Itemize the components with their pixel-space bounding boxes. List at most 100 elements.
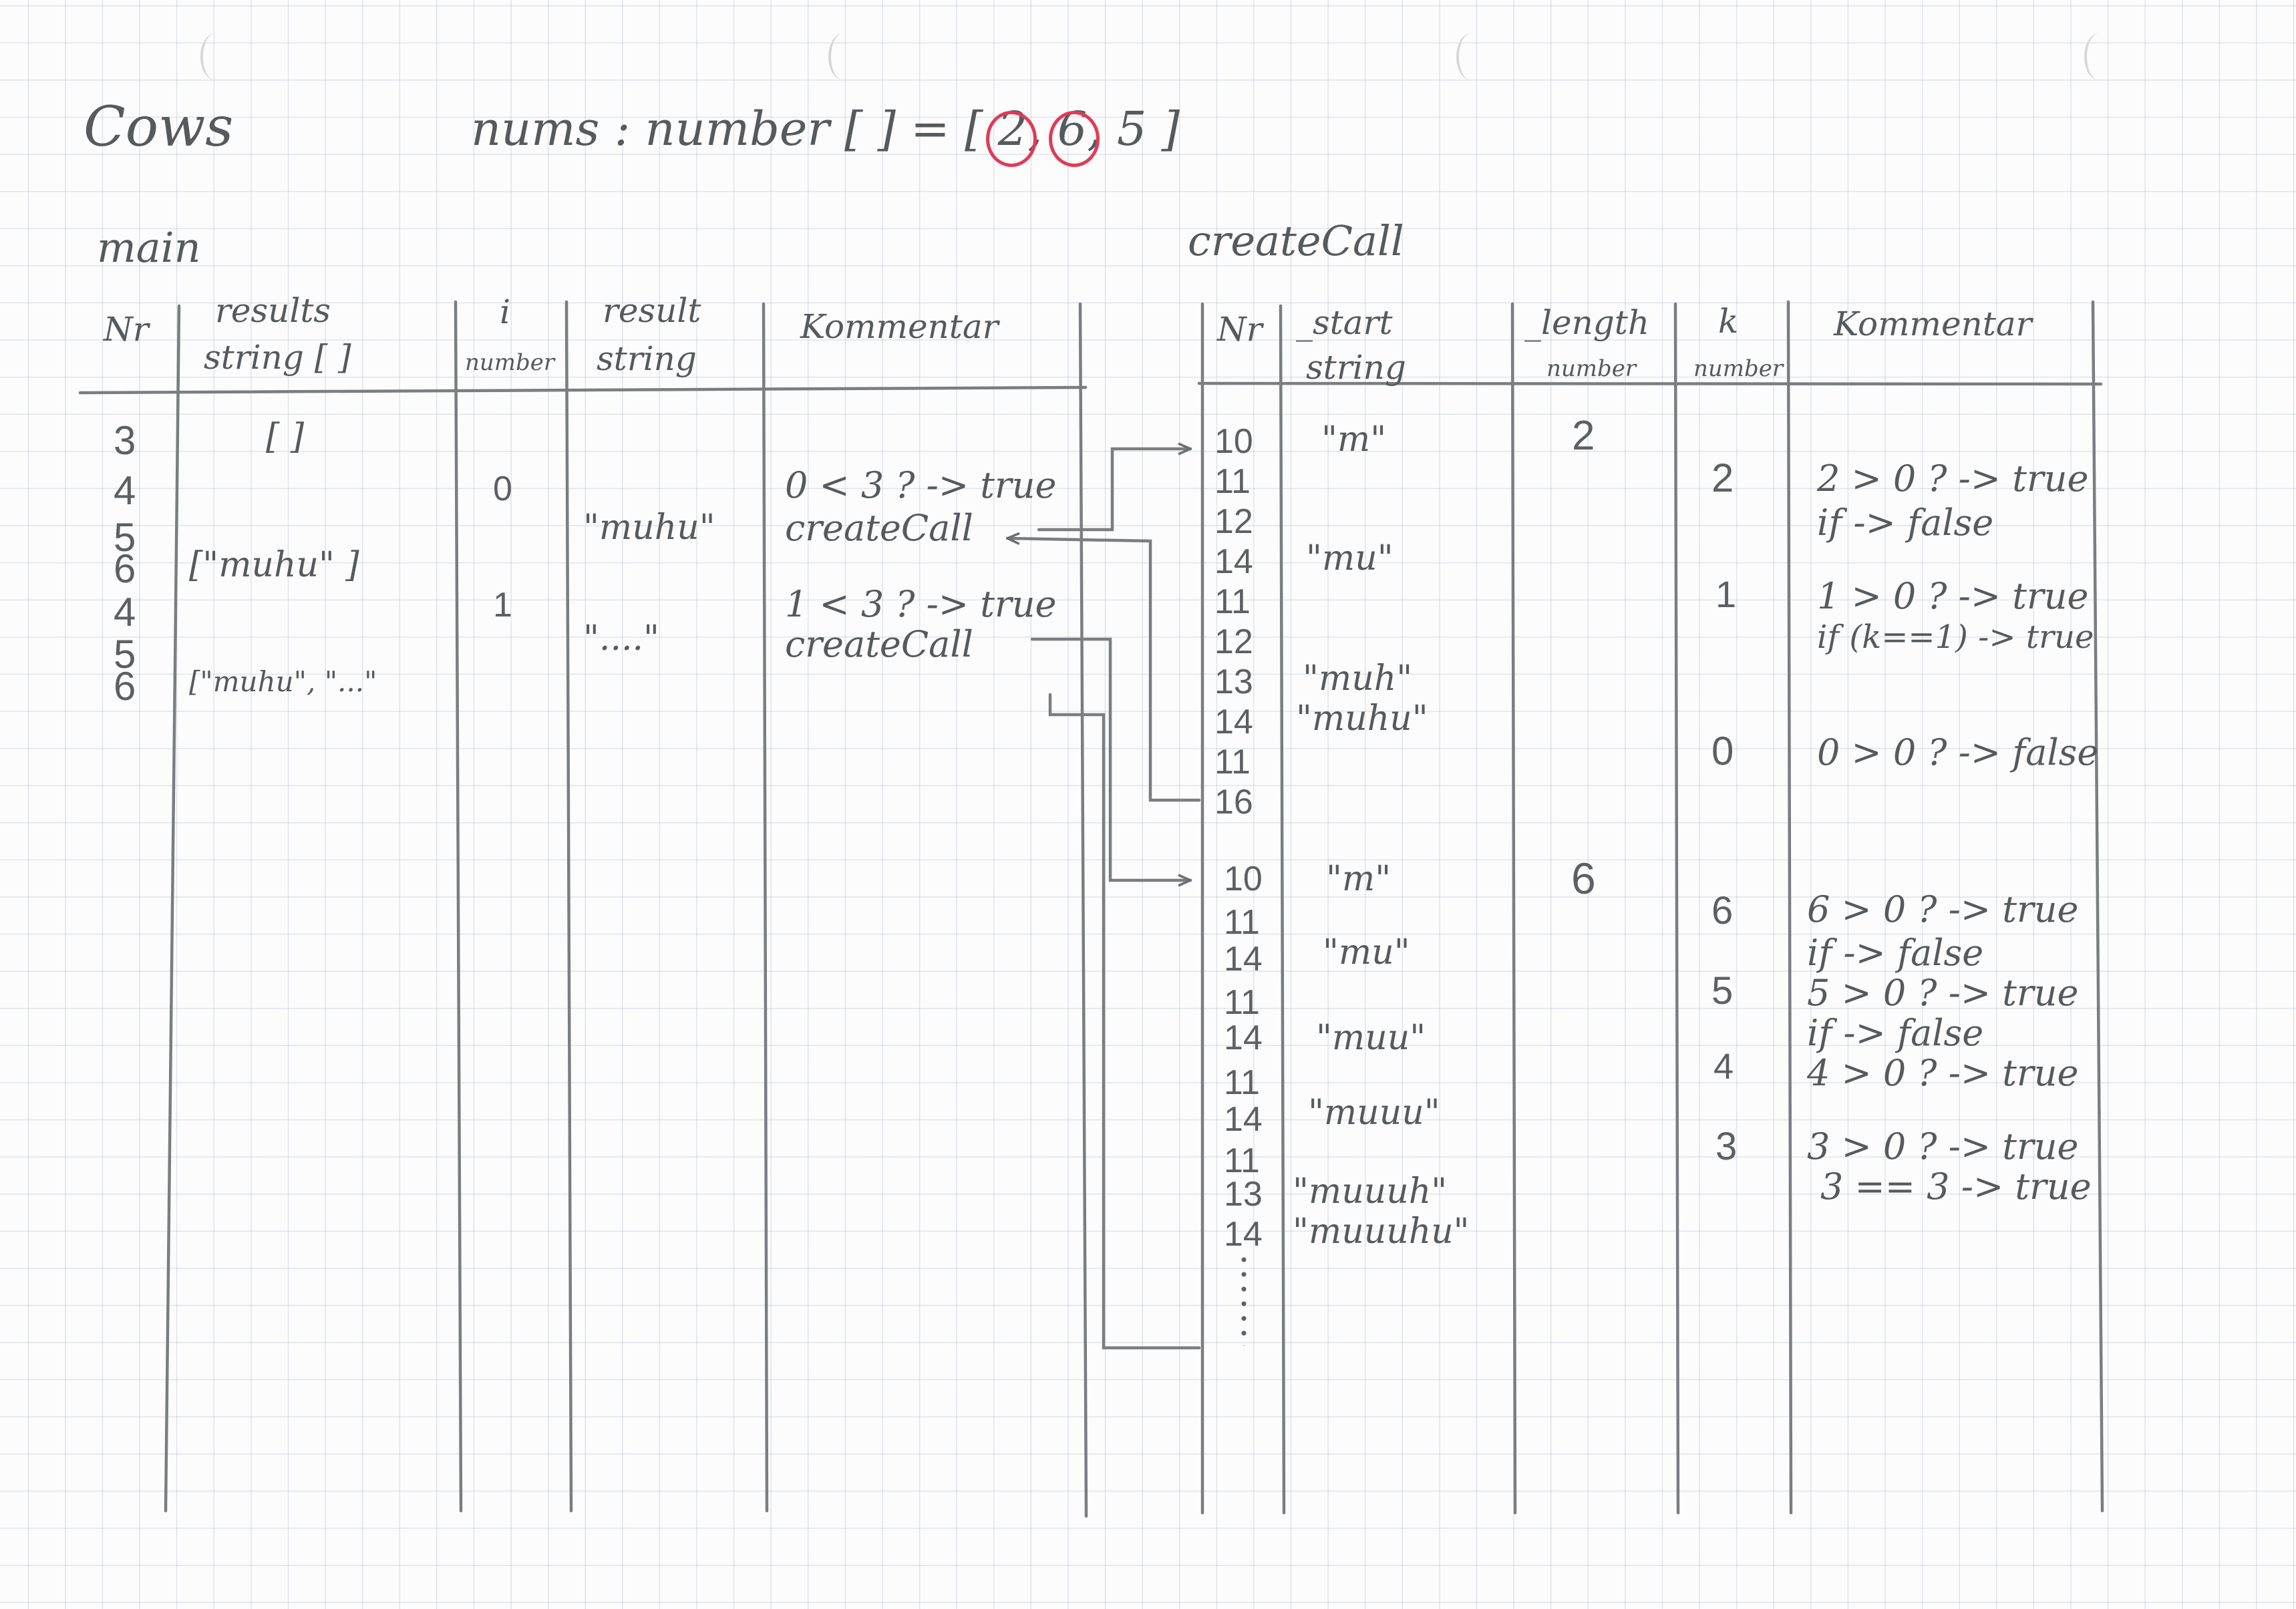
cc-comment: 4 > 0 ? -> true	[1807, 1052, 2079, 1094]
cc-comment: if -> false	[1807, 1012, 1984, 1054]
nums-declaration-text: nums : number [ ] = [	[471, 102, 983, 156]
nums-value: 5	[1116, 102, 1147, 156]
main-col-line	[454, 300, 463, 1513]
cc-col-line	[2091, 300, 2104, 1513]
call-arrow	[1037, 449, 1192, 532]
createcall-label: createCall	[1188, 216, 1404, 265]
cc-nr: 14	[1224, 940, 1263, 978]
cc-nr: 13	[1224, 1175, 1263, 1214]
cc-header-length: _length	[1524, 303, 1650, 342]
cc-start-value: "muu"	[1316, 1018, 1426, 1058]
cc-k-value: 5	[1711, 969, 1734, 1013]
return-arrow	[1005, 538, 1201, 802]
cc-header-length-type: number	[1546, 355, 1637, 382]
cc-nr: 14	[1214, 542, 1253, 581]
call-arrow	[1030, 637, 1192, 880]
cc-comment: 1 > 0 ? -> true	[1817, 575, 2089, 617]
cc-comment: 3 > 0 ? -> true	[1807, 1125, 2079, 1168]
main-nr: 4	[114, 590, 136, 635]
cc-start-value: "muuu"	[1308, 1093, 1440, 1133]
cc-start-value: "muuuhu"	[1293, 1212, 1470, 1252]
page-title: Cows	[84, 96, 234, 159]
cc-nr: 10	[1214, 422, 1253, 461]
main-comment: 0 < 3 ? -> true	[785, 464, 1057, 506]
cc-header-comment: Kommentar	[1834, 305, 2032, 343]
main-results-value: ["muhu" ]	[189, 545, 359, 585]
cc-nr: 10	[1224, 860, 1263, 898]
cc-start-value: "mu"	[1306, 538, 1393, 578]
punch-hole	[1456, 33, 1486, 80]
cc-header-k-type: number	[1693, 355, 1784, 382]
cc-k-value: 1	[1715, 573, 1737, 615]
main-header-i: i	[500, 293, 510, 331]
cc-nr: 11	[1214, 462, 1251, 501]
main-header-result-type: string	[597, 339, 697, 378]
cc-comment: 6 > 0 ? -> true	[1807, 888, 2079, 930]
cc-k-value: 4	[1713, 1047, 1734, 1087]
main-col-line	[762, 302, 769, 1513]
punch-hole	[200, 33, 230, 80]
cc-col-line	[1279, 304, 1286, 1515]
cc-k-value: 0	[1711, 729, 1734, 773]
main-i-value: 1	[493, 586, 512, 624]
cc-nr: 11	[1224, 903, 1260, 942]
main-results-value: ["muhu", "..."	[189, 665, 377, 698]
return-arrow	[1048, 693, 1201, 1350]
main-label: main	[97, 223, 201, 272]
main-i-value: 0	[493, 470, 512, 508]
cc-nr: 12	[1214, 502, 1253, 541]
cc-k-value: 3	[1715, 1125, 1738, 1168]
cc-col-line	[1786, 300, 1793, 1515]
cc-start-value: "muuuh"	[1293, 1172, 1448, 1212]
main-result-value: "...."	[583, 618, 659, 659]
main-nr: 6	[114, 664, 136, 709]
cc-header-nr: Nr	[1217, 310, 1263, 349]
cc-nr: 11	[1224, 1063, 1260, 1102]
main-header-i-type: number	[465, 349, 555, 376]
main-comment: createCall	[785, 507, 973, 549]
cc-k-value: 6	[1711, 889, 1734, 932]
cc-comment: 0 > 0 ? -> false	[1817, 731, 2099, 773]
cc-col-line	[1510, 302, 1517, 1515]
main-col-line	[564, 300, 573, 1513]
punch-hole	[2084, 33, 2114, 80]
cc-start-value: "muhu"	[1296, 699, 1428, 739]
cc-nr: 14	[1214, 703, 1253, 741]
cc-comment: if -> false	[1817, 502, 1994, 544]
cc-header-start-type: string	[1306, 348, 1406, 387]
cc-k-value: 2	[1711, 456, 1734, 500]
cc-start-value: "m"	[1326, 859, 1391, 899]
main-col-line	[164, 304, 181, 1513]
main-nr: 4	[114, 468, 136, 513]
cc-nr: 12	[1214, 622, 1253, 661]
main-nr: 5	[114, 515, 136, 560]
highlight-circle	[1049, 111, 1100, 167]
cc-header-rule	[1197, 381, 2103, 386]
cc-length-value: 6	[1571, 854, 1596, 903]
main-results-value: [ ]	[266, 417, 305, 457]
cc-header-start: _start	[1296, 303, 1393, 342]
main-header-results: results	[215, 291, 331, 330]
cc-nr: 14	[1224, 1019, 1263, 1057]
main-comment: createCall	[785, 623, 973, 665]
continuation-dots	[1241, 1252, 1247, 1346]
cc-nr: 11	[1224, 1141, 1260, 1180]
cc-comment: if (k==1) -> true	[1817, 618, 2094, 656]
main-header-rule	[78, 385, 1088, 395]
cc-start-value: "m"	[1321, 419, 1387, 460]
cc-comment: 5 > 0 ? -> true	[1807, 972, 2079, 1014]
cc-nr: 11	[1214, 582, 1251, 621]
cc-start-value: "muh"	[1303, 659, 1413, 699]
cc-comment: 3 == 3 -> true	[1820, 1166, 2092, 1208]
cc-nr: 14	[1224, 1215, 1263, 1254]
main-header-comment: Kommentar	[800, 307, 999, 346]
cc-comment: if -> false	[1807, 932, 1984, 974]
cc-start-value: "mu"	[1323, 932, 1410, 972]
cc-nr: 16	[1214, 783, 1253, 822]
main-result-value: "muhu"	[583, 508, 715, 548]
cc-nr: 14	[1224, 1100, 1263, 1139]
punch-hole	[828, 33, 858, 80]
main-nr: 6	[114, 546, 136, 591]
